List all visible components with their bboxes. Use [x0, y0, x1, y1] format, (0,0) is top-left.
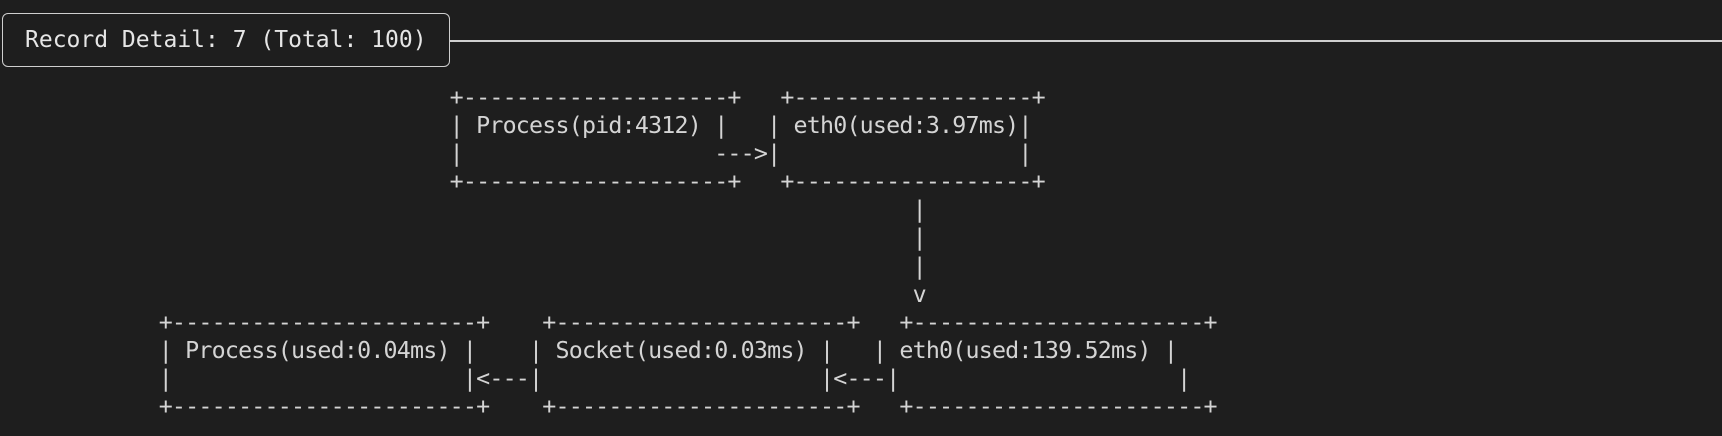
diagram-line: | |<---| |<---| | — [0, 364, 1191, 392]
record-detail-title: Record Detail: 7 (Total: 100) — [25, 27, 427, 53]
diagram-line: +--------------------+ +----------------… — [0, 168, 1046, 196]
diagram-line: v — [0, 280, 927, 308]
header-divider — [450, 40, 1722, 42]
diagram-line: | Process(used:0.04ms) | | Socket(used:0… — [0, 336, 1178, 364]
diagram-line: | — [0, 252, 927, 280]
diagram-line: +--------------------+ +----------------… — [0, 84, 1046, 111]
diagram-line: | Process(pid:4312) | | eth0(used:3.97ms… — [0, 112, 1033, 140]
record-detail-header: Record Detail: 7 (Total: 100) — [2, 13, 450, 67]
diagram-line: | — [0, 196, 927, 224]
diagram-line: | — [0, 224, 927, 252]
diagram-line: +-----------------------+ +-------------… — [0, 308, 1218, 336]
call-flow-diagram: +--------------------+ +----------------… — [0, 84, 1218, 421]
diagram-line: | --->| | — [0, 140, 1033, 168]
diagram-line: +-----------------------+ +-------------… — [0, 393, 1218, 421]
